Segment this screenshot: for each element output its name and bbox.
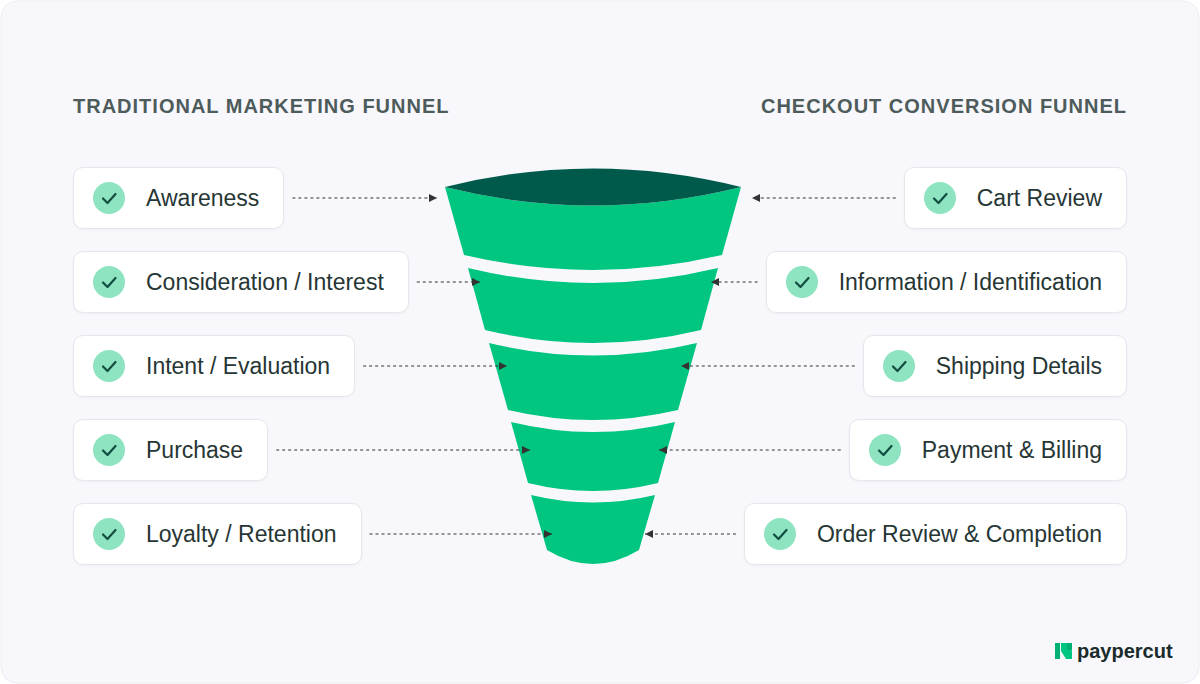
step-pill: Order Review & Completion (744, 503, 1127, 565)
check-icon (93, 266, 125, 298)
leader-arrow (370, 533, 552, 534)
leader-arrow (681, 365, 855, 366)
leader-arrow (276, 449, 530, 450)
check-circle (883, 350, 915, 382)
leader-arrow (363, 365, 507, 366)
logo-wedge (1061, 643, 1072, 659)
step-label: Shipping Details (936, 353, 1102, 380)
check-circle (93, 434, 125, 466)
funnel-band (468, 268, 718, 343)
check-mark (774, 530, 787, 539)
step-pill: Consideration / Interest (73, 251, 409, 313)
funnel-rim (445, 169, 741, 206)
leader-lines (276, 198, 896, 534)
leader-arrow (645, 533, 736, 534)
check-circle (93, 350, 125, 382)
check-mark (879, 446, 892, 455)
check-icon (93, 518, 125, 550)
logo-bar (1067, 643, 1072, 650)
check-icon (764, 518, 796, 550)
check-circle (93, 182, 125, 214)
step-label: Intent / Evaluation (146, 353, 330, 380)
check-circle (924, 182, 956, 214)
check-icon (869, 434, 901, 466)
leader-arrow (711, 281, 758, 282)
step-label: Purchase (146, 437, 243, 464)
funnel-heading: TRADITIONAL MARKETING FUNNEL (73, 95, 450, 118)
check-circle (869, 434, 901, 466)
check-mark (103, 194, 116, 203)
check-mark (103, 362, 116, 371)
step-label: Awareness (146, 185, 259, 212)
step-label: Payment & Billing (922, 437, 1102, 464)
funnel-band (489, 343, 697, 420)
check-icon (924, 182, 956, 214)
check-mark (893, 362, 906, 371)
check-mark (103, 278, 116, 287)
leader-arrow (659, 449, 841, 450)
funnel-band (531, 495, 655, 564)
check-icon (93, 182, 125, 214)
step-label: Order Review & Completion (817, 521, 1102, 548)
leader-arrow (417, 281, 480, 282)
check-icon (93, 350, 125, 382)
check-icon (786, 266, 818, 298)
step-pill: Intent / Evaluation (73, 335, 355, 397)
leader-arrow (752, 197, 896, 198)
logo-bar (1055, 643, 1060, 659)
funnel-band (511, 422, 675, 491)
check-mark (796, 278, 809, 287)
step-label: Cart Review (977, 185, 1102, 212)
check-mark (103, 446, 116, 455)
step-pill: Loyalty / Retention (73, 503, 362, 565)
check-mark (103, 530, 116, 539)
step-pill: Awareness (73, 167, 284, 229)
step-label: Information / Identification (839, 269, 1102, 296)
check-circle (786, 266, 818, 298)
logo-icon (1055, 643, 1072, 659)
leader-arrow (292, 197, 437, 198)
step-pill: Cart Review (904, 167, 1127, 229)
step-pill: Information / Identification (766, 251, 1127, 313)
step-label: Loyalty / Retention (146, 521, 337, 548)
check-icon (93, 434, 125, 466)
check-icon (883, 350, 915, 382)
check-circle (93, 518, 125, 550)
step-pill: Payment & Billing (849, 419, 1127, 481)
step-pill: Purchase (73, 419, 268, 481)
funnel-heading: CHECKOUT CONVERSION FUNNEL (761, 95, 1127, 118)
check-circle (764, 518, 796, 550)
step-pill: Shipping Details (863, 335, 1127, 397)
check-mark (934, 194, 947, 203)
check-circle (93, 266, 125, 298)
brand-name: paypercut (1077, 640, 1173, 663)
step-label: Consideration / Interest (146, 269, 384, 296)
